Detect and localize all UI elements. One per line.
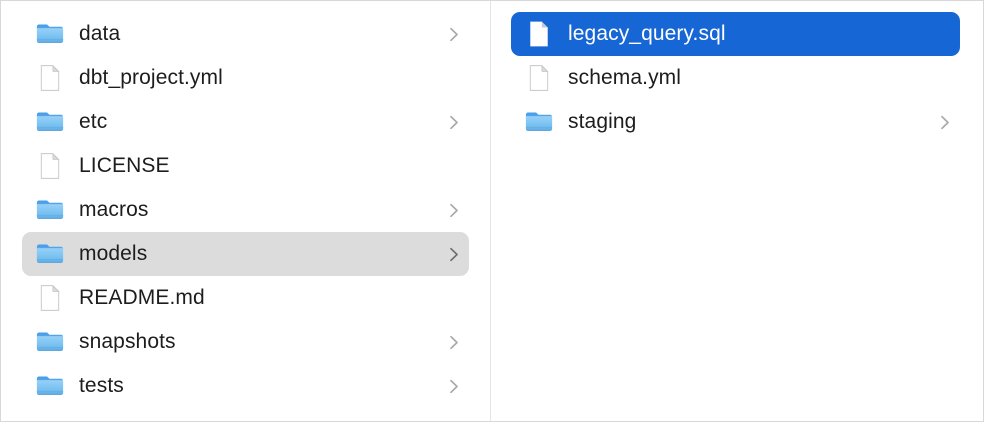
item-models[interactable]: models xyxy=(22,232,469,276)
chevron-right-icon xyxy=(449,27,459,42)
item-staging[interactable]: staging xyxy=(511,100,960,144)
icon-slot xyxy=(36,284,64,312)
item-tests[interactable]: tests xyxy=(22,364,469,408)
icon-slot xyxy=(525,64,553,92)
chevron-right-icon xyxy=(940,115,950,130)
item-label: data xyxy=(79,22,121,45)
finder-column-1: data dbt_project.yml etc LICENSE macros … xyxy=(1,1,491,421)
file-icon xyxy=(39,152,61,180)
chevron-right-icon xyxy=(449,203,459,218)
item-schema-yml[interactable]: schema.yml xyxy=(511,56,960,100)
item-label: legacy_query.sql xyxy=(568,22,726,45)
icon-slot xyxy=(36,22,64,46)
chevron-right-icon xyxy=(449,379,459,394)
icon-slot xyxy=(36,110,64,134)
item-label: schema.yml xyxy=(568,66,682,89)
file-icon xyxy=(39,64,61,92)
item-label: staging xyxy=(568,110,637,133)
item-label: macros xyxy=(79,198,149,221)
chevron-right-icon xyxy=(449,115,459,130)
icon-slot xyxy=(36,198,64,222)
folder-icon xyxy=(36,22,64,46)
icon-slot xyxy=(525,20,553,48)
file-icon xyxy=(39,284,61,312)
item-label: models xyxy=(79,242,148,265)
folder-icon xyxy=(36,374,64,398)
item-label: tests xyxy=(79,374,124,397)
icon-slot xyxy=(36,64,64,92)
item-macros[interactable]: macros xyxy=(22,188,469,232)
icon-slot xyxy=(525,110,553,134)
folder-icon xyxy=(36,110,64,134)
chevron-right-icon xyxy=(449,335,459,350)
file-icon xyxy=(528,20,550,48)
icon-slot xyxy=(36,152,64,180)
item-label: etc xyxy=(79,110,108,133)
item-label: dbt_project.yml xyxy=(79,66,223,89)
finder-column-2: legacy_query.sql schema.yml staging xyxy=(491,1,983,421)
item-dbt-project-yml[interactable]: dbt_project.yml xyxy=(22,56,469,100)
item-data[interactable]: data xyxy=(22,12,469,56)
item-label: README.md xyxy=(79,286,205,309)
item-label: LICENSE xyxy=(79,154,170,177)
folder-icon xyxy=(36,242,64,266)
item-license[interactable]: LICENSE xyxy=(22,144,469,188)
icon-slot xyxy=(36,374,64,398)
file-icon xyxy=(528,64,550,92)
item-label: snapshots xyxy=(79,330,176,353)
item-etc[interactable]: etc xyxy=(22,100,469,144)
icon-slot xyxy=(36,330,64,354)
icon-slot xyxy=(36,242,64,266)
chevron-right-icon xyxy=(449,247,459,262)
folder-icon xyxy=(36,198,64,222)
item-legacy-query-sql[interactable]: legacy_query.sql xyxy=(511,12,960,56)
item-readme-md[interactable]: README.md xyxy=(22,276,469,320)
folder-icon xyxy=(525,110,553,134)
folder-icon xyxy=(36,330,64,354)
item-snapshots[interactable]: snapshots xyxy=(22,320,469,364)
